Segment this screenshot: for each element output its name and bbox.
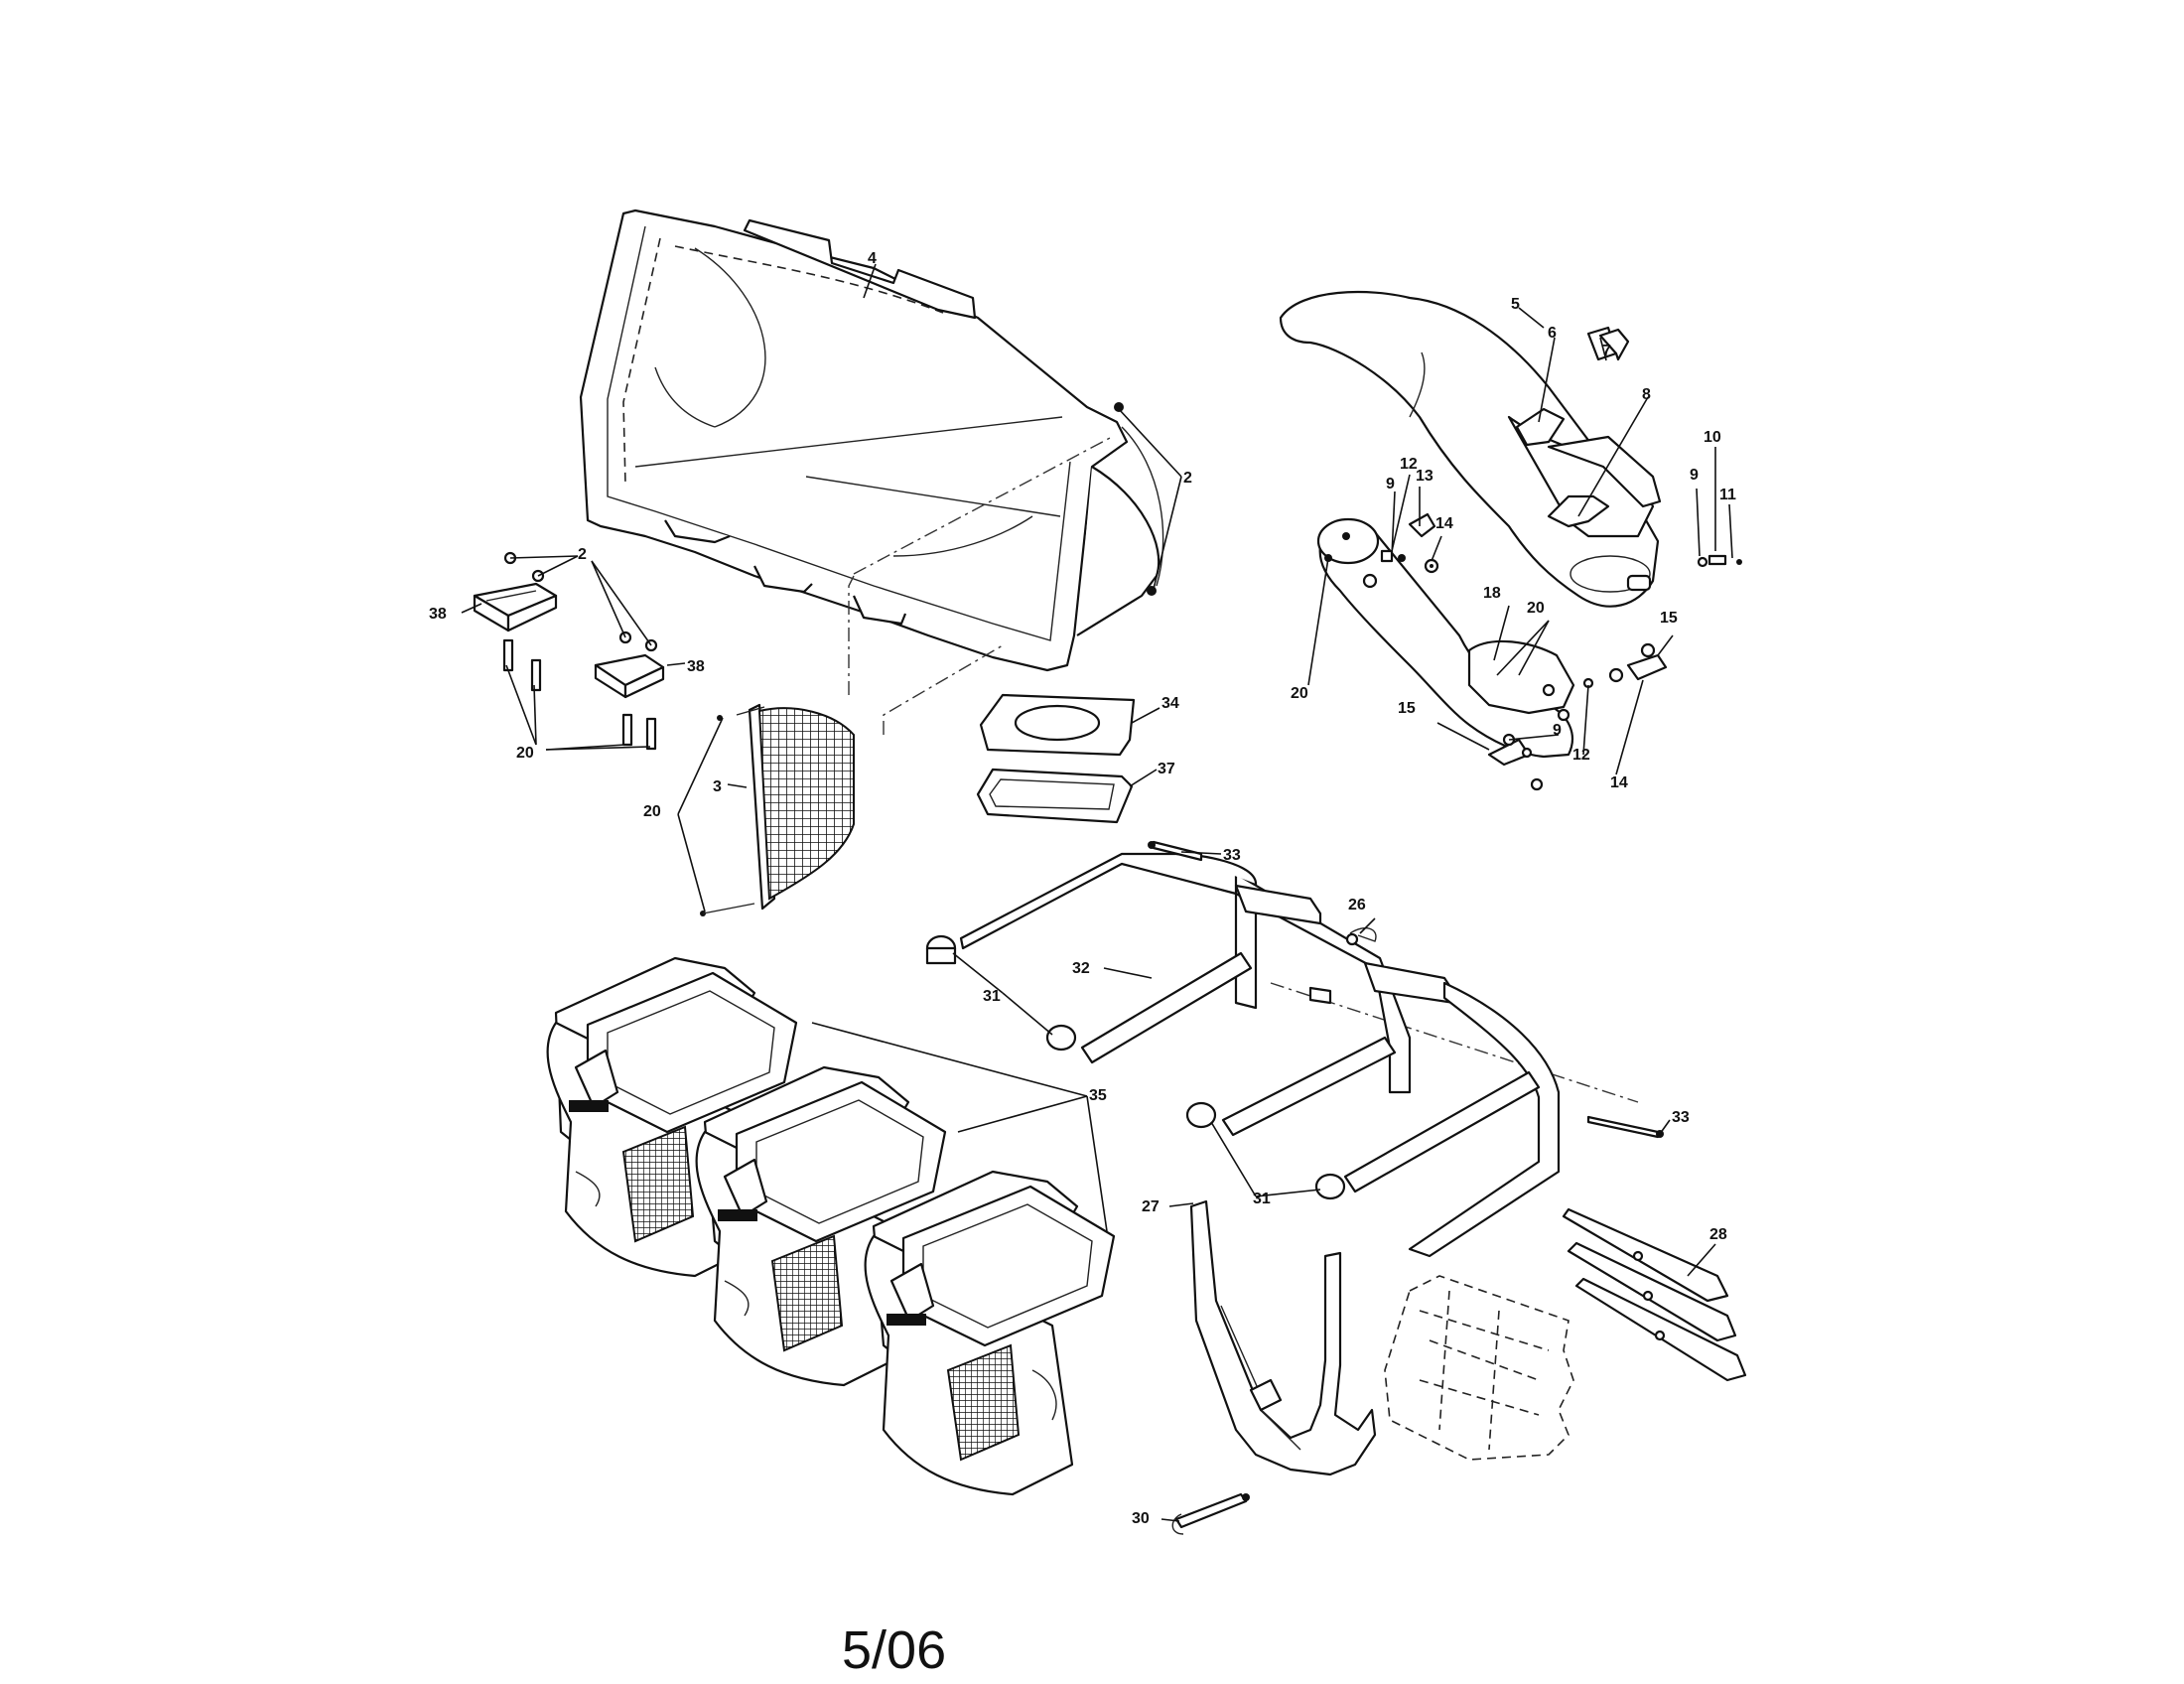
callout-37: 37: [1158, 761, 1175, 777]
callout-12: 12: [1572, 747, 1590, 764]
callout-9: 9: [1386, 476, 1395, 492]
callout-2: 2: [578, 546, 587, 563]
chute-hardware: [1380, 512, 1742, 791]
callout-9: 9: [1553, 722, 1562, 739]
callout-28: 28: [1709, 1226, 1727, 1243]
hood-seal-gasket: [979, 693, 1136, 757]
chute-adapter: [1316, 517, 1575, 759]
mount-bracket-left: [473, 582, 558, 632]
callout-5: 5: [1511, 296, 1520, 313]
callout-2: 2: [1183, 470, 1192, 487]
callout-35: 35: [1089, 1087, 1107, 1104]
frame-sleeves: [925, 934, 1346, 1200]
callout-8: 8: [1642, 386, 1651, 403]
callout-12: 12: [1400, 456, 1418, 473]
hitch-bracket: [1189, 1199, 1377, 1476]
callout-15: 15: [1660, 610, 1678, 627]
callout-10: 10: [1704, 429, 1721, 446]
callout-6: 6: [1548, 325, 1557, 342]
callout-34: 34: [1161, 695, 1179, 712]
callout-31: 31: [1253, 1191, 1271, 1207]
callout-20: 20: [516, 745, 534, 762]
revision-date: 5/06: [842, 1620, 946, 1680]
callout-18: 18: [1483, 585, 1501, 602]
callout-14: 14: [1435, 515, 1453, 532]
deflector-pad: [1515, 407, 1566, 447]
bagger-hood: [579, 209, 1164, 672]
leader-lines: [461, 263, 1733, 1522]
grass-bag-3: [864, 1170, 1116, 1496]
callout-38: 38: [429, 606, 447, 623]
bracket-bolts: [502, 638, 657, 751]
chute-handle: [1586, 326, 1630, 361]
mower-blades: [1562, 1207, 1747, 1382]
callout-9: 9: [1690, 467, 1699, 484]
bag-support-frame: [959, 852, 1561, 1258]
construction-lines: [848, 436, 1639, 1103]
callout-30: 30: [1132, 1510, 1150, 1527]
callout-3: 3: [713, 778, 722, 795]
callout-26: 26: [1348, 897, 1366, 913]
hood-seal-frame: [976, 768, 1134, 824]
frame-pins: [1148, 840, 1664, 1139]
callout-15: 15: [1398, 700, 1416, 717]
callout-11: 11: [1719, 487, 1736, 503]
callout-33: 33: [1672, 1109, 1690, 1126]
callout-13: 13: [1416, 468, 1433, 485]
callout-20: 20: [1291, 685, 1308, 702]
callout-33: 33: [1223, 847, 1241, 864]
mesh-screen: [700, 703, 855, 916]
grass-bag-1: [546, 956, 798, 1278]
hairpin-clip: [1345, 927, 1377, 946]
callout-labels: 2 2 3 4 5 6 7 8 9 9 9 10 11 12 12 13 14 …: [429, 250, 1736, 1527]
callout-38: 38: [687, 658, 705, 675]
callout-20: 20: [1527, 600, 1545, 617]
callout-31: 31: [983, 988, 1001, 1005]
callout-14: 14: [1610, 774, 1628, 791]
callout-20: 20: [643, 803, 661, 820]
callout-27: 27: [1142, 1198, 1160, 1215]
discharge-chute: [1279, 290, 1662, 608]
callout-4: 4: [868, 250, 877, 267]
callout-7: 7: [1602, 343, 1611, 359]
grass-bag-2: [695, 1065, 947, 1387]
ghost-deck-plate: [1384, 1275, 1574, 1461]
callout-32: 32: [1072, 960, 1090, 977]
hitch-pin: [1171, 1492, 1250, 1535]
mount-bracket-right: [594, 653, 665, 699]
